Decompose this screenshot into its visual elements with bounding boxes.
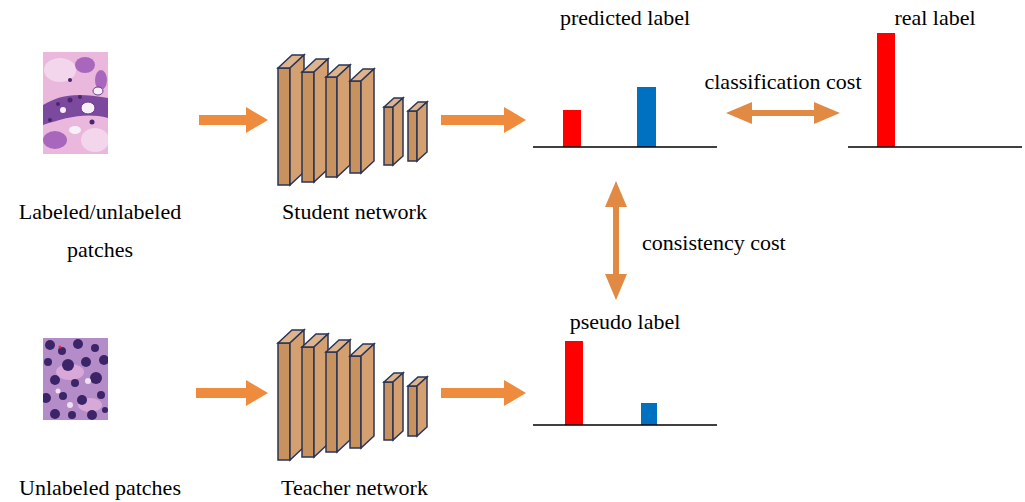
- nucleus: [68, 78, 72, 82]
- arrow-connector: [613, 205, 619, 276]
- class-bar: [641, 403, 657, 425]
- tissue-area: [43, 131, 67, 149]
- tissue-lumen: [81, 102, 95, 114]
- arrow-connector: [441, 388, 506, 398]
- cnn-icon: [278, 330, 427, 460]
- class-bar: [565, 341, 583, 425]
- nucleus: [81, 357, 91, 367]
- nucleus: [44, 358, 52, 366]
- tissue-area: [81, 128, 108, 152]
- chart-baseline: [848, 146, 1022, 148]
- tissue-image: [43, 52, 108, 154]
- tissue-lumen: [60, 107, 66, 113]
- arrow-connector: [750, 110, 816, 116]
- tissue-ground: [43, 52, 108, 154]
- nucleus: [68, 98, 73, 103]
- network-icon: Teacher network: [272, 326, 437, 501]
- nucleus: [102, 407, 108, 413]
- node-label: pseudo label: [570, 309, 681, 335]
- tissue-lumen: [56, 389, 61, 394]
- tissue-area: [75, 57, 95, 73]
- tissue-lumen: [85, 378, 91, 384]
- nucleus: [78, 95, 82, 99]
- nucleus: [56, 102, 60, 106]
- tissue-area: [44, 58, 76, 82]
- chart-baseline: [533, 424, 717, 426]
- arrow-connector: [199, 115, 248, 125]
- nucleus: [73, 339, 83, 349]
- nucleus: [90, 120, 95, 125]
- nucleus: [87, 410, 97, 420]
- node-label: Labeled/unlabeled patches: [9, 193, 191, 269]
- red-cell: [59, 346, 62, 349]
- nucleus: [71, 379, 79, 387]
- chart-baseline: [533, 146, 717, 148]
- node-label: Teacher network: [281, 475, 428, 501]
- nucleus: [99, 355, 108, 365]
- bar-chart: real label: [846, 2, 1024, 151]
- nucleus: [45, 340, 55, 350]
- node-label: real label: [894, 5, 975, 31]
- image-patch: Labeled/unlabeled patches: [5, 48, 195, 271]
- class-bar: [637, 87, 656, 147]
- nucleus: [50, 409, 60, 419]
- node-label: Student network: [282, 199, 427, 225]
- tissue-lumen: [69, 126, 81, 134]
- node-label: predicted label: [560, 5, 690, 31]
- nucleus: [43, 393, 51, 403]
- tissue-lumen: [67, 402, 73, 408]
- network-icon: Student network: [272, 50, 437, 227]
- class-bar: [877, 33, 895, 147]
- tissue-lumen: [93, 87, 103, 95]
- bar-chart: predicted label: [530, 2, 720, 151]
- arrow-connector: [196, 388, 248, 398]
- nucleus: [97, 391, 105, 399]
- nucleus: [68, 411, 76, 419]
- cnn-icon: [278, 55, 427, 185]
- bar-chart: pseudo label: [530, 306, 720, 429]
- tissue-ground: [43, 338, 108, 420]
- arrow-connector: [441, 115, 506, 125]
- node-label: Unlabeled patches: [19, 475, 181, 501]
- nucleus: [91, 344, 99, 352]
- nucleus: [50, 375, 60, 385]
- edge-label: consistency cost: [640, 230, 788, 256]
- tissue-gland: [43, 95, 108, 125]
- nucleus: [59, 392, 67, 400]
- edge-label: classification cost: [702, 69, 863, 95]
- class-bar: [563, 110, 581, 147]
- nucleus: [77, 395, 87, 405]
- nucleus: [90, 372, 102, 384]
- nucleus: [62, 359, 74, 371]
- nucleus: [48, 118, 52, 122]
- tissue-image: [43, 338, 108, 420]
- image-patch: Unlabeled patches: [8, 333, 192, 501]
